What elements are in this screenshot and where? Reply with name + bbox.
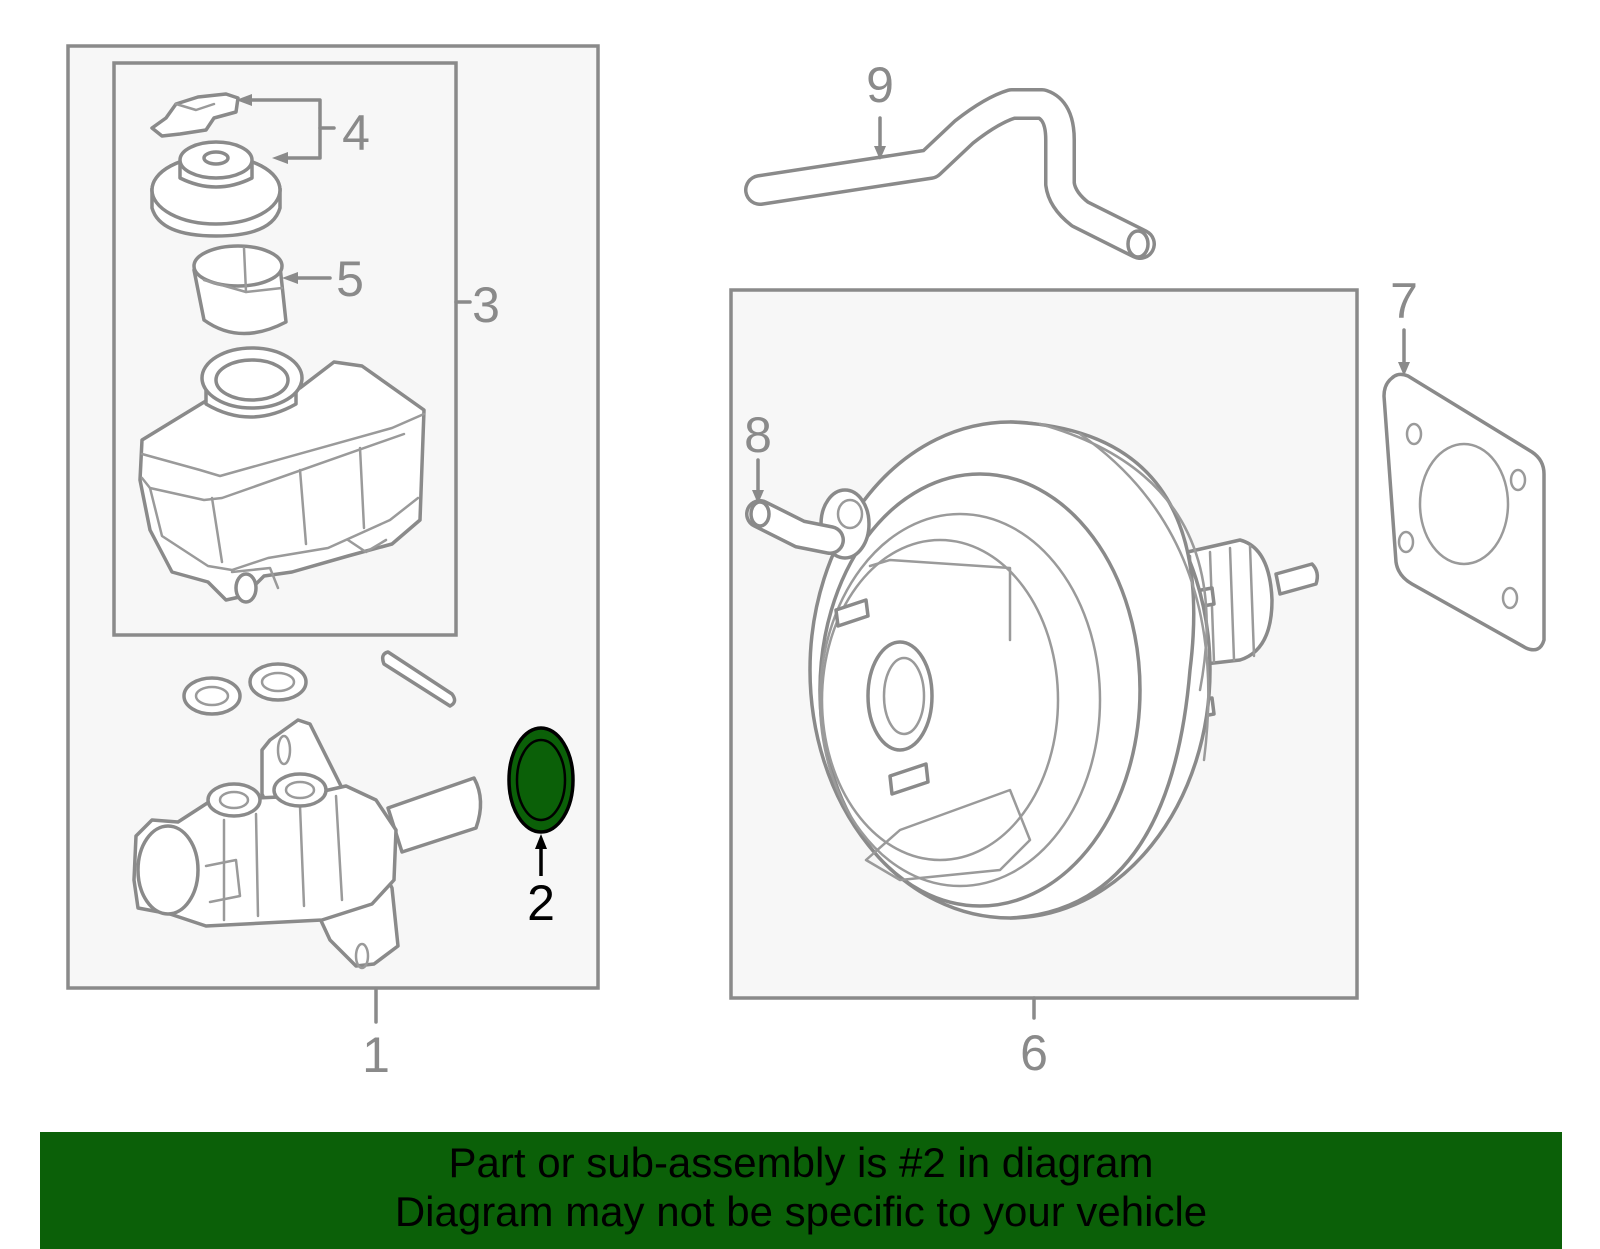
banner-line-2: Diagram may not be specific to your vehi… xyxy=(394,1188,1208,1235)
brake-booster-part[interactable] xyxy=(745,420,1320,920)
callout-6: 6 xyxy=(1020,1025,1048,1081)
brake-booster-group xyxy=(729,288,1359,1000)
vacuum-hose-part[interactable] xyxy=(744,88,1156,260)
reservoir-tank-part[interactable] xyxy=(138,346,426,604)
callout-7: 7 xyxy=(1390,273,1418,329)
booster-gasket-part[interactable] xyxy=(1382,372,1546,652)
reservoir-cap-part[interactable] xyxy=(150,92,282,238)
master-cylinder-part[interactable] xyxy=(132,718,483,970)
master-cylinder-assembly-group xyxy=(66,44,600,990)
callout-5: 5 xyxy=(336,251,364,307)
info-banner: Part or sub-assembly is #2 in diagram Di… xyxy=(40,1132,1562,1249)
leader-lines xyxy=(236,94,1410,1024)
callout-3: 3 xyxy=(472,277,500,333)
o-rings-parts xyxy=(182,650,457,716)
callout-8: 8 xyxy=(744,407,772,463)
callout-9: 9 xyxy=(866,57,894,113)
part-2-seal-highlighted[interactable] xyxy=(507,726,575,834)
callout-1: 1 xyxy=(362,1027,390,1083)
reservoir-strainer-part[interactable] xyxy=(192,244,288,336)
callout-4: 4 xyxy=(342,105,370,161)
banner-line-1: Part or sub-assembly is #2 in diagram xyxy=(448,1139,1154,1186)
callout-2: 2 xyxy=(527,875,555,931)
